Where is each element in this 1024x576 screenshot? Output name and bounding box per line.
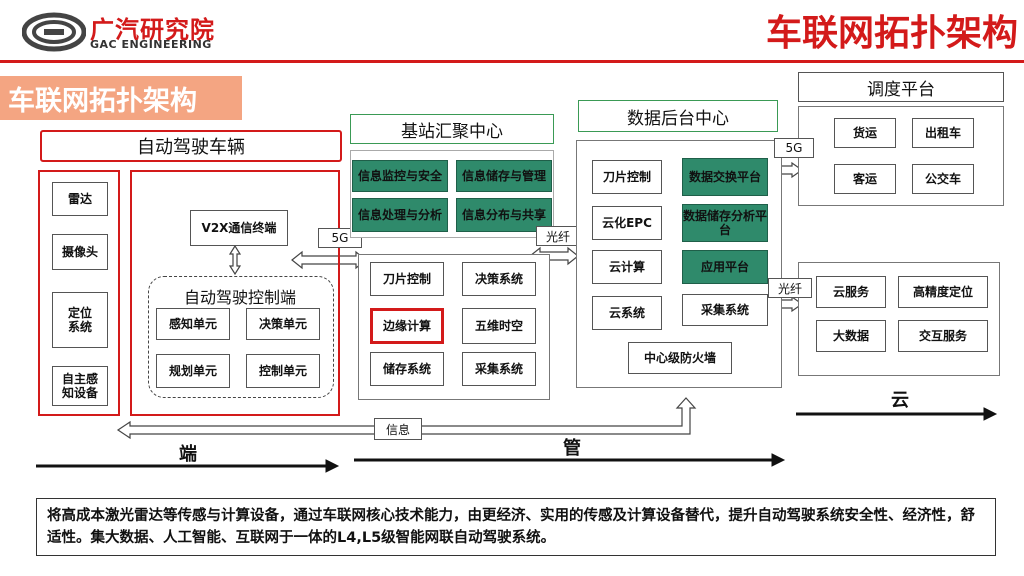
dc-cloud-computing: 云计算 — [592, 250, 662, 284]
cloud-interaction-service: 交互服务 — [898, 320, 988, 352]
sensor-group — [38, 170, 120, 416]
base-5d-spacetime: 五维时空 — [462, 308, 536, 344]
link-fiber-2: 光纤 — [768, 278, 812, 298]
dispatch-bus: 公交车 — [912, 164, 974, 194]
dc-data-exchange: 数据交换平台 — [682, 158, 768, 196]
layer-arrows — [36, 407, 998, 473]
page-title: 车联网拓扑架构 — [765, 13, 1018, 54]
dc-collect-system: 采集系统 — [682, 294, 768, 326]
base-storage-system: 储存系统 — [370, 352, 444, 386]
layer-cloud-label: 云 — [891, 390, 909, 411]
base-monitor-security: 信息监控与安全 — [352, 160, 448, 192]
section-title: 车联网拓扑架构 — [0, 76, 242, 120]
unit-planning: 规划单元 — [156, 354, 230, 388]
dc-blade-control: 刀片控制 — [592, 160, 662, 194]
control-title: 自动驾驶控制端 — [160, 286, 320, 307]
logo: 广汽研究院 GAC ENGINEERING — [22, 10, 252, 54]
base-storage-management: 信息储存与管理 — [456, 160, 552, 192]
base-blade-control: 刀片控制 — [370, 262, 444, 296]
gac-logo-icon — [22, 12, 86, 52]
dc-cloud-system: 云系统 — [592, 296, 662, 330]
arrow-v2x-control — [228, 244, 242, 276]
base-decision-system: 决策系统 — [462, 262, 536, 296]
dispatch-freight: 货运 — [834, 118, 896, 148]
arrow-info — [116, 397, 697, 440]
layer-pipe-label: 管 — [563, 438, 581, 459]
link-5g-2: 5G — [774, 138, 814, 158]
summary-text: 将高成本激光雷达等传感与计算设备，通过车联网核心技术能力，由更经济、实用的传感及… — [36, 498, 996, 556]
base-collect-system: 采集系统 — [462, 352, 536, 386]
base-edge-computing: 边缘计算 — [370, 308, 444, 344]
cloud-big-data: 大数据 — [816, 320, 886, 352]
unit-control: 控制单元 — [246, 354, 320, 388]
dispatch-passenger: 客运 — [834, 164, 896, 194]
link-fiber-1: 光纤 — [536, 226, 580, 246]
v2x-terminal: V2X通信终端 — [190, 210, 288, 246]
data-center-header: 数据后台中心 — [578, 100, 778, 132]
sensor-camera: 摄像头 — [52, 234, 108, 270]
cloud-service: 云服务 — [816, 276, 886, 308]
vehicle-header: 自动驾驶车辆 — [40, 130, 342, 162]
logo-text-cn: 广汽研究院 — [90, 16, 215, 44]
dc-data-storage-analysis: 数据储存分析平台 — [682, 204, 768, 242]
cloud-hd-positioning: 高精度定位 — [898, 276, 988, 308]
logo-text-en: GAC ENGINEERING — [90, 38, 212, 51]
dc-application-platform: 应用平台 — [682, 250, 768, 284]
vehicle-system-group — [130, 170, 340, 416]
unit-decision: 决策单元 — [246, 308, 320, 340]
base-processing-analysis: 信息处理与分析 — [352, 198, 448, 232]
base-station-header: 基站汇聚中心 — [350, 114, 554, 144]
dc-firewall: 中心级防火墙 — [628, 342, 732, 374]
header-divider — [0, 60, 1024, 63]
sensor-radar: 雷达 — [52, 182, 108, 216]
dc-cloud-epc: 云化EPC — [592, 206, 662, 240]
control-group — [148, 276, 334, 398]
sensor-positioning: 定位 系统 — [52, 292, 108, 348]
dispatch-taxi: 出租车 — [912, 118, 974, 148]
link-info: 信息 — [374, 418, 422, 440]
dispatch-header: 调度平台 — [798, 72, 1004, 102]
layer-end-label: 端 — [179, 444, 197, 465]
unit-perception: 感知单元 — [156, 308, 230, 340]
sensor-autonomous: 自主感 知设备 — [52, 366, 108, 406]
